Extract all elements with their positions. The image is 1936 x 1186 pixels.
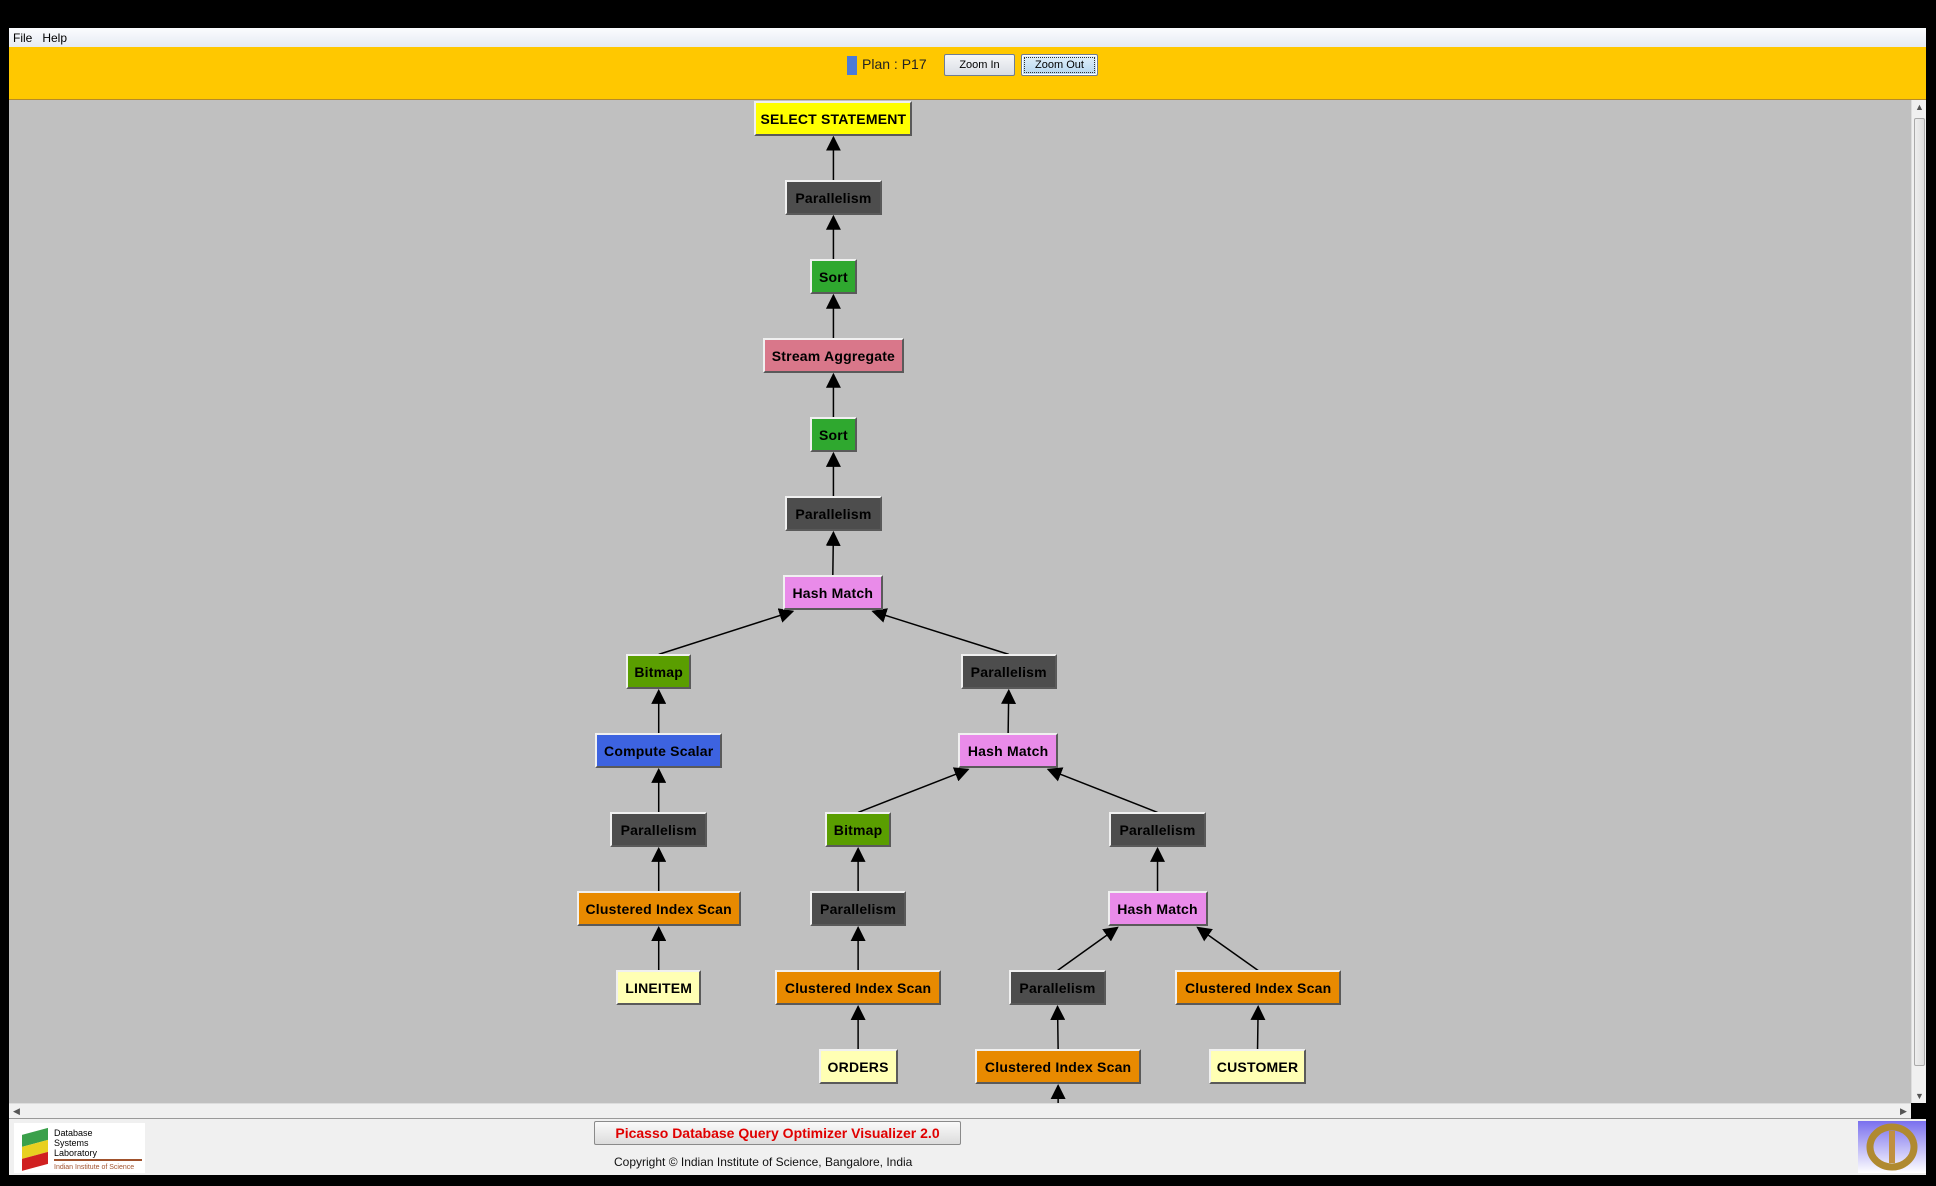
- app-title-button[interactable]: Picasso Database Query Optimizer Visuali…: [594, 1121, 961, 1145]
- scroll-left-icon[interactable]: ◀: [13, 1106, 20, 1116]
- svg-text:Laboratory: Laboratory: [54, 1148, 98, 1158]
- scroll-right-icon[interactable]: ▶: [1900, 1106, 1907, 1116]
- plan-edge: [1050, 1004, 1066, 1050]
- plan-node-scan[interactable]: Clustered Index Scan: [975, 1049, 1141, 1085]
- footer: Database Systems Laboratory Indian Insti…: [9, 1119, 1926, 1175]
- copyright-text: Copyright © Indian Institute of Science,…: [614, 1155, 913, 1169]
- vertical-scrollbar[interactable]: ▲ ▼: [1911, 100, 1926, 1103]
- plan-node-bitmap[interactable]: Bitmap: [824, 812, 892, 848]
- plan-node-bitmap[interactable]: Bitmap: [625, 654, 692, 690]
- scroll-down-icon[interactable]: ▼: [1915, 1091, 1924, 1101]
- plan-edge: [1001, 688, 1017, 734]
- plan-node-parallelism[interactable]: Parallelism: [785, 180, 882, 216]
- menu-help[interactable]: Help: [42, 30, 68, 45]
- plan-edge: [1250, 1004, 1266, 1050]
- plan-node-scan[interactable]: Clustered Index Scan: [1175, 970, 1341, 1006]
- plan-node-hash[interactable]: Hash Match: [782, 575, 883, 611]
- plan-node-scan[interactable]: Clustered Index Scan: [576, 891, 741, 927]
- menu-bar: File Help: [9, 28, 1926, 47]
- menu-file[interactable]: File: [13, 30, 33, 45]
- plan-edge: [1057, 926, 1119, 972]
- plan-node-parallelism[interactable]: Parallelism: [785, 496, 882, 532]
- plan-label: Plan : P17: [862, 56, 927, 72]
- plan-node-hash[interactable]: Hash Match: [958, 733, 1059, 769]
- plan-node-compute[interactable]: Compute Scalar: [595, 733, 723, 769]
- horizontal-scrollbar[interactable]: ◀ ▶: [9, 1103, 1911, 1119]
- plan-edge: [871, 608, 1009, 656]
- dsl-logo: Database Systems Laboratory Indian Insti…: [14, 1123, 145, 1173]
- plan-edge: [857, 767, 970, 814]
- svg-text:Indian Institute of Science: Indian Institute of Science: [54, 1164, 134, 1171]
- plan-edge: [1046, 767, 1158, 814]
- lego-blocks-icon: Database Systems Laboratory Indian Insti…: [22, 1127, 142, 1171]
- plan-edge: [1196, 926, 1259, 972]
- plan-node-parallelism[interactable]: Parallelism: [1008, 970, 1107, 1006]
- plan-node-scan[interactable]: Clustered Index Scan: [775, 970, 941, 1006]
- plan-node-relation[interactable]: ORDERS: [818, 1049, 898, 1085]
- plan-edge: [825, 530, 841, 576]
- plan-node-select[interactable]: SELECT STATEMENT: [754, 101, 913, 137]
- toolbar: Plan : P17 Zoom In Zoom Out: [9, 47, 1926, 100]
- zoom-in-button[interactable]: Zoom In: [944, 54, 1015, 76]
- svg-text:Systems: Systems: [54, 1138, 89, 1148]
- plan-color-swatch: [847, 56, 857, 75]
- plan-edge: [658, 608, 795, 656]
- iisc-emblem-icon: [1858, 1121, 1926, 1173]
- plan-node-parallelism[interactable]: Parallelism: [960, 654, 1057, 690]
- plan-node-relation[interactable]: LINEITEM: [616, 970, 702, 1006]
- vertical-scroll-thumb[interactable]: [1914, 118, 1925, 1066]
- plan-node-parallelism[interactable]: Parallelism: [1108, 812, 1207, 848]
- plan-node-parallelism[interactable]: Parallelism: [609, 812, 708, 848]
- zoom-out-button[interactable]: Zoom Out: [1021, 54, 1098, 76]
- scroll-up-icon[interactable]: ▲: [1915, 102, 1924, 112]
- plan-node-hash[interactable]: Hash Match: [1107, 891, 1208, 927]
- plan-node-relation[interactable]: CUSTOMER: [1208, 1049, 1307, 1085]
- plan-node-sort[interactable]: Sort: [809, 259, 857, 295]
- plan-node-sort[interactable]: Sort: [809, 417, 857, 453]
- svg-text:Database: Database: [54, 1128, 93, 1138]
- plan-node-parallelism[interactable]: Parallelism: [809, 891, 907, 927]
- plan-node-aggregate[interactable]: Stream Aggregate: [763, 338, 904, 374]
- plan-tree-edges: [651, 135, 1266, 1103]
